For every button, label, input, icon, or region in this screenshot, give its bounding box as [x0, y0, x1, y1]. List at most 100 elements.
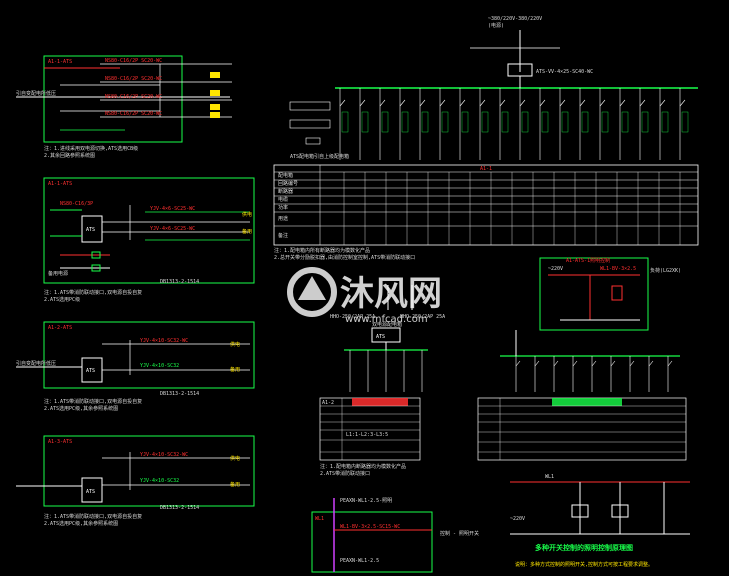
- feeder-tag: [521, 111, 529, 133]
- svg-text:YJV-4×10-SC32: YJV-4×10-SC32: [140, 478, 179, 484]
- sub-feeders: [349, 350, 423, 392]
- watermark-brand: 沐风网: [340, 274, 442, 314]
- breaker-symbol: [629, 360, 635, 367]
- svg-text:2.ATS选用PC级,其余参照系统图: 2.ATS选用PC级,其余参照系统图: [44, 405, 118, 412]
- breaker-symbol: [599, 99, 606, 107]
- incoming-label-2: 引自变配电所低压: [16, 360, 56, 367]
- breaker-symbol: [667, 360, 673, 367]
- svg-text:备用: 备用: [242, 228, 252, 235]
- svg-text:ATS配电箱引自上级配电箱: ATS配电箱引自上级配电箱: [290, 153, 349, 160]
- feeder-tag: [341, 111, 349, 133]
- feeder-tag: [601, 111, 609, 133]
- breaker-symbol: [579, 99, 586, 107]
- svg-text:A1-2: A1-2: [322, 400, 334, 406]
- svg-text:控制 - 照明开关: 控制 - 照明开关: [440, 530, 479, 537]
- feeder-tag: [481, 111, 489, 133]
- svg-text:A1-3-ATS: A1-3-ATS: [48, 439, 72, 445]
- svg-text:WL1: WL1: [315, 516, 324, 522]
- feeder-tag: [441, 111, 449, 133]
- svg-text:PEAXN-WL1-2.5: PEAXN-WL1-2.5: [340, 558, 379, 564]
- breaker-symbol: [639, 99, 646, 107]
- supply-sub-label: (电源): [488, 22, 504, 29]
- breaker-symbol: [459, 99, 466, 107]
- wl-label: WL1: [545, 474, 554, 480]
- svg-text:HHO-250/2AP 25A: HHO-250/2AP 25A: [400, 314, 445, 320]
- svg-text:注：1.进线采用双电源切换,ATS选用CB级: 注：1.进线采用双电源切换,ATS选用CB级: [44, 145, 138, 152]
- feeder-tag: [661, 111, 669, 133]
- main-cable-label: ATS-VV-4×25-SC40-WC: [536, 69, 593, 75]
- ats-box-label-2: ATS: [86, 368, 95, 374]
- feeder-tag: [621, 111, 629, 133]
- small-table-center: A1-2 L1:1-L2:3-L3:5 注：1.配电箱内断路器均为模数化产品 2…: [319, 397, 421, 477]
- svg-text:供电: 供电: [230, 455, 240, 462]
- svg-text:HHO-250/2AP 25A: HHO-250/2AP 25A: [330, 314, 375, 320]
- svg-text:断路器: 断路器: [278, 188, 293, 195]
- breaker-symbol: [519, 99, 526, 107]
- panel-block-ats-2: ATS A1-2-ATS YJV-4×10-SC32-WC YJV-4×10-S…: [16, 321, 255, 412]
- svg-text:2.ATS带消防联动接口: 2.ATS带消防联动接口: [320, 470, 370, 477]
- load-label: 负荷(LG2XK): [650, 267, 681, 274]
- svg-text:供电: 供电: [230, 341, 240, 348]
- panel-block-top-left: A1-1-ATS NS80-C16/2P SC20-WC NS80-C16/2P…: [16, 55, 232, 159]
- svg-text:YJV-4×10-SC32-WC: YJV-4×10-SC32-WC: [140, 452, 188, 458]
- svg-text:供电: 供电: [242, 211, 252, 218]
- panel-block-ats-3: ATS A1-3-ATS YJV-4×10-SC32-WC YJV-4×10-S…: [16, 435, 255, 527]
- supply-label: ~380/220V-380/220V: [488, 16, 542, 22]
- svg-text:A1-2-ATS: A1-2-ATS: [48, 325, 72, 331]
- svg-text:注：1.ATS带消防联动接口,双电源自投自复: 注：1.ATS带消防联动接口,双电源自投自复: [44, 513, 142, 520]
- feeder-branches: [339, 88, 689, 160]
- ats-caption-2: DB1313-2-1514: [160, 391, 199, 397]
- breaker-symbol: [439, 99, 446, 107]
- breaker-symbol: [339, 99, 346, 107]
- svg-text:注：1.配电箱内所有断路器均为模数化产品: 注：1.配电箱内所有断路器均为模数化产品: [274, 247, 370, 254]
- svg-text:PEAXN-WL1-2.5-照明: PEAXN-WL1-2.5-照明: [340, 498, 392, 504]
- breaker-symbol: [679, 99, 686, 107]
- breaker-symbol: [572, 360, 578, 367]
- svg-text:YJV-4×6-SC25-WC: YJV-4×6-SC25-WC: [150, 206, 195, 212]
- breaker-symbol: [539, 99, 546, 107]
- breaker-symbol: [619, 99, 626, 107]
- svg-text:YJV-4×10-SC32-WC: YJV-4×10-SC32-WC: [140, 338, 188, 344]
- feeder-tag: [561, 111, 569, 133]
- breaker-symbol: [591, 360, 597, 367]
- ats-box-label-3: ATS: [86, 489, 95, 495]
- svg-text:WL1-BV-3×2.5-SC15-WC: WL1-BV-3×2.5-SC15-WC: [340, 524, 400, 530]
- feeder-tag: [461, 111, 469, 133]
- main-table: A1-1 配电箱 回路编号 断路器 电缆 功率 用途 备注 注：1.配电箱内所有…: [273, 164, 699, 261]
- feeder-tag: [641, 111, 649, 133]
- svg-text:2.总开关带分励脱扣器,由消防控制室控制,ATS带消防联动接: 2.总开关带分励脱扣器,由消防控制室控制,ATS带消防联动接口: [274, 254, 415, 261]
- ats-box-label-1: ATS: [86, 227, 95, 233]
- ats-caption-1: DB1313-2-1514: [160, 279, 199, 285]
- feeder-tag: [541, 111, 549, 133]
- right-feeders: [515, 356, 673, 392]
- svg-text:备用: 备用: [230, 366, 240, 373]
- svg-text:回路编号: 回路编号: [278, 180, 298, 187]
- incoming-label: 引自变配电所低压: [16, 90, 56, 97]
- svg-text:YJV-4×10-SC32: YJV-4×10-SC32: [140, 363, 179, 369]
- dual-supply-label: 双电源配电箱: [372, 321, 402, 328]
- breaker-symbol: [515, 360, 521, 367]
- svg-text:2.ATS选用PC级,其余参照系统图: 2.ATS选用PC级,其余参照系统图: [44, 520, 118, 527]
- svg-text:备用电源: 备用电源: [48, 270, 68, 277]
- feeder-tag: [501, 111, 509, 133]
- switch-legend: PEAXN-WL1-2.5-照明 WL1 WL1-BV-3×2.5-SC15-W…: [311, 498, 479, 573]
- breaker-symbol: [559, 99, 566, 107]
- legend-note: 说明：多种方式控制的照明开关,控制方式可按工程要求调整。: [515, 561, 653, 568]
- breaker-symbol: [534, 360, 540, 367]
- svg-text:NS80-C16/3P: NS80-C16/3P: [60, 201, 93, 207]
- feeder-tag: [681, 111, 689, 133]
- legend-title: 多种开关控制的照明控制原理图: [535, 543, 633, 552]
- breaker-symbol: [648, 360, 654, 367]
- svg-text:配电箱: 配电箱: [278, 172, 293, 179]
- breaker-symbol: [359, 99, 366, 107]
- svg-text:2.其余回路参照系统图: 2.其余回路参照系统图: [44, 152, 95, 159]
- main-table-columns: [343, 172, 681, 245]
- feeder-tag: [581, 111, 589, 133]
- breaker-symbol: [399, 99, 406, 107]
- svg-text:NS80-C16/2P SC20-WC: NS80-C16/2P SC20-WC: [105, 76, 162, 82]
- svg-text:注：1.ATS带消防联动接口,双电源自投自复: 注：1.ATS带消防联动接口,双电源自投自复: [44, 398, 142, 405]
- svg-text:NS80-C16/2P SC20-WC: NS80-C16/2P SC20-WC: [105, 94, 162, 100]
- svg-text:备用: 备用: [230, 481, 240, 488]
- main-distribution-system: ~380/220V-380/220V (电源) ATS-VV-4×25-SC40…: [289, 16, 698, 160]
